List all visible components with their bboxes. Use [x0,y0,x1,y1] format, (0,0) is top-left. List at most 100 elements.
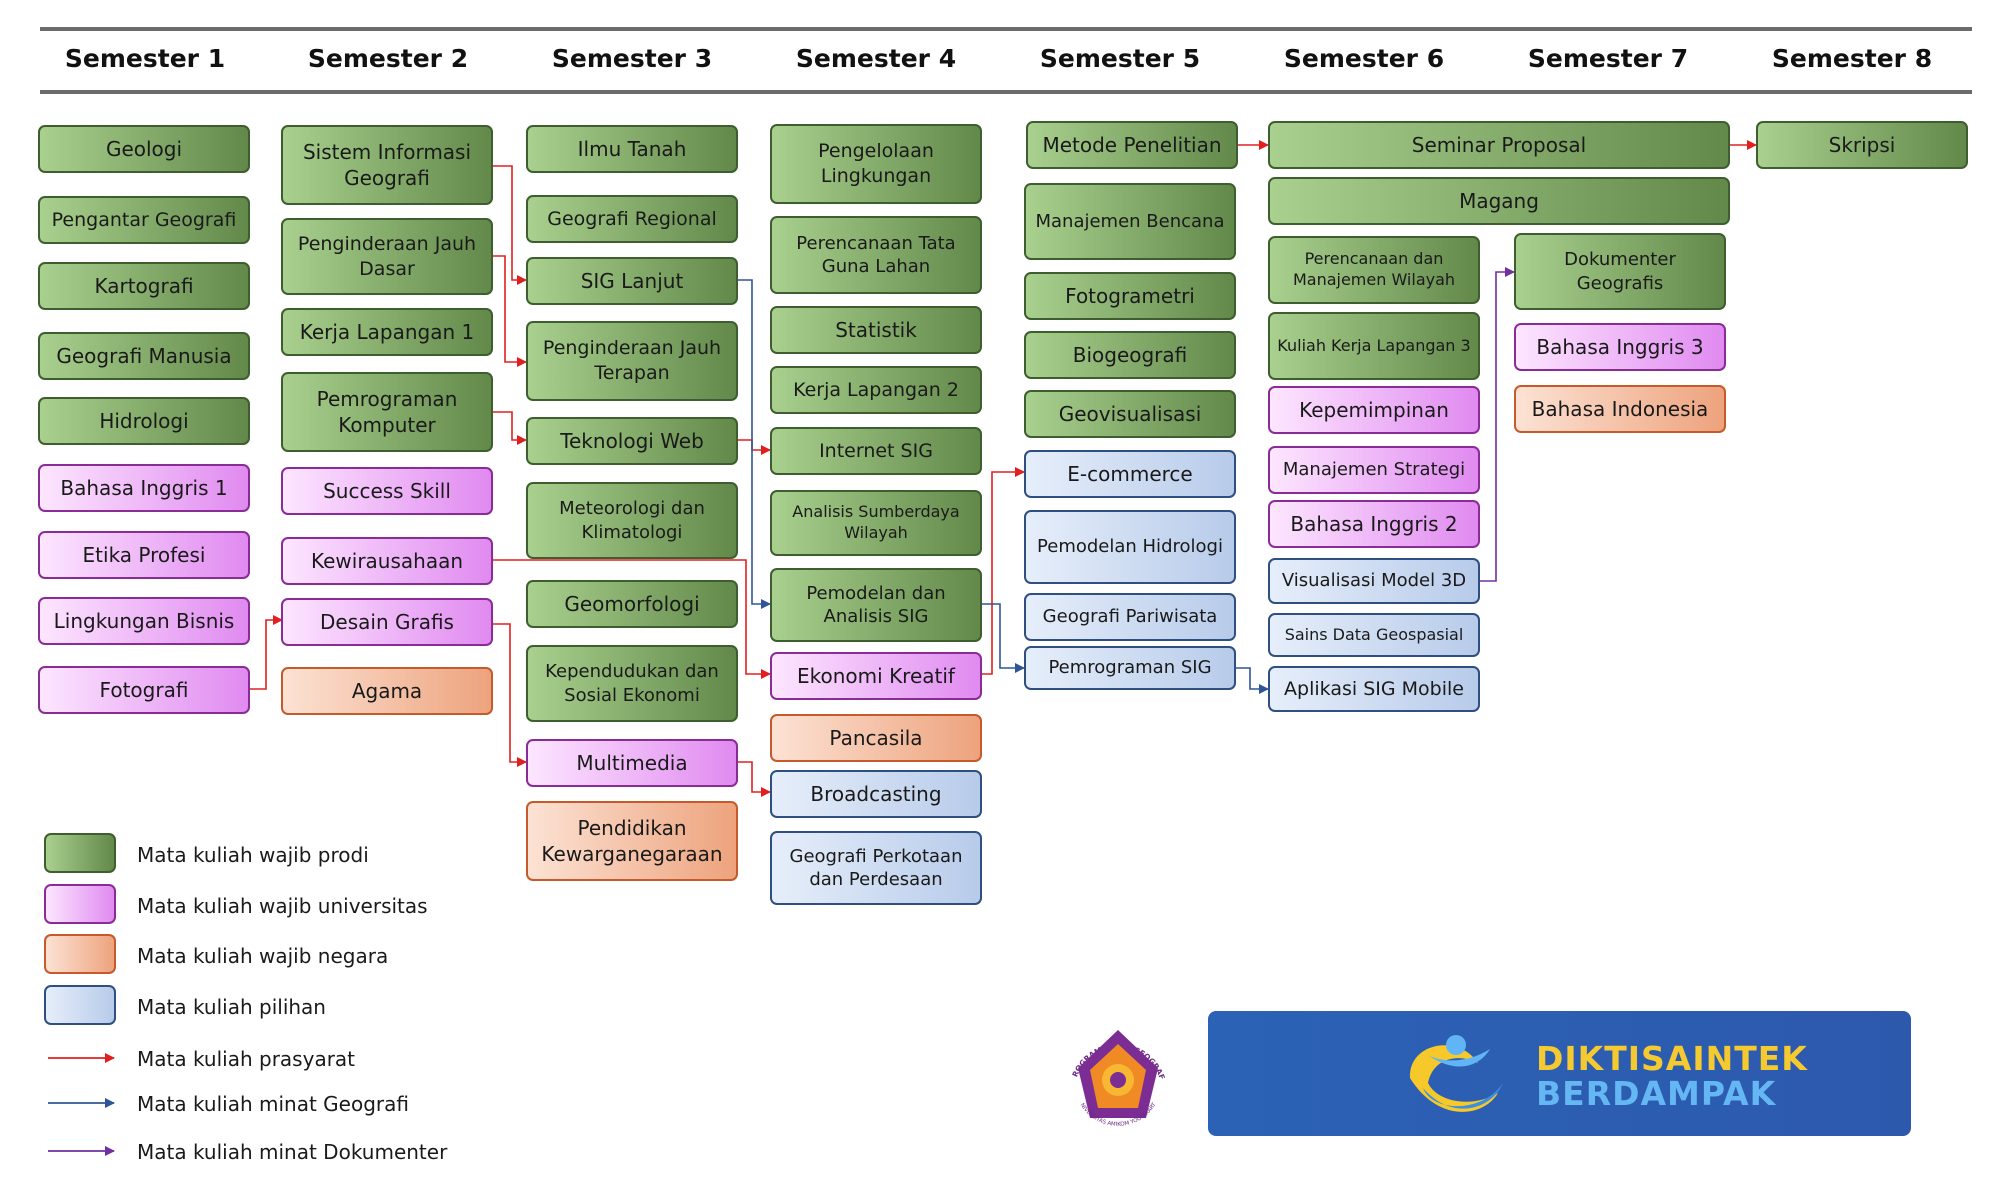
course-internet-sig[interactable]: Internet SIG [770,427,982,475]
course-fotografi[interactable]: Fotografi [38,666,250,714]
course-success-skill[interactable]: Success Skill [281,467,493,515]
course-manajemen-bencana[interactable]: Manajemen Bencana [1024,183,1236,260]
course-kepemimpinan[interactable]: Kepemimpinan [1268,386,1480,434]
legend-label-pilihan: Mata kuliah pilihan [137,995,326,1019]
course-analisis-sumberdaya-wilayah[interactable]: Analisis Sumberdaya Wilayah [770,490,982,556]
course-desain-grafis[interactable]: Desain Grafis [281,598,493,646]
course-ilmu-tanah[interactable]: Ilmu Tanah [526,125,738,173]
course-geologi[interactable]: Geologi [38,125,250,173]
arrow-fotografi-to-desain-grafis [250,615,283,690]
legend-label-wajib-negara: Mata kuliah wajib negara [137,944,389,968]
course-meteorologi-dan-klimatologi[interactable]: Meteorologi dan Klimatologi [526,482,738,559]
banner-line-1: DIKTISAINTEK [1536,1039,1808,1078]
banner-line-2: BERDAMPAK [1536,1074,1777,1113]
semester-7-heading: Semester 7 [1527,44,1689,73]
legend-label-prasyarat: Mata kuliah prasyarat [137,1047,356,1071]
course-multimedia[interactable]: Multimedia [526,739,738,787]
course-lingkungan-bisnis[interactable]: Lingkungan Bisnis [38,597,250,645]
course-sistem-informasi-geografi[interactable]: Sistem Informasi Geografi [281,125,493,205]
course-hidrologi[interactable]: Hidrologi [38,397,250,445]
course-pancasila[interactable]: Pancasila [770,714,982,762]
course-broadcasting[interactable]: Broadcasting [770,770,982,818]
course-skripsi[interactable]: Skripsi [1756,121,1968,169]
course-geovisualisasi[interactable]: Geovisualisasi [1024,390,1236,438]
arrow-sig-to-sig-lanjut [493,165,527,285]
course-seminar-proposal[interactable]: Seminar Proposal [1268,121,1730,169]
course-perencanaan-tata-guna-lahan[interactable]: Perencanaan Tata Guna Lahan [770,216,982,294]
course-agama[interactable]: Agama [281,667,493,715]
semester-8-heading: Semester 8 [1771,44,1933,73]
purple-visualisasi-to-dokumenter [1480,267,1515,582]
course-sains-data-geospasial[interactable]: Sains Data Geospasial [1268,613,1480,657]
diktisaintek-figure-icon [1409,1035,1503,1112]
course-pemrograman-sig[interactable]: Pemrograman SIG [1024,646,1236,690]
arrow-multimedia-to-broadcasting [738,761,771,797]
course-ekonomi-kreatif[interactable]: Ekonomi Kreatif [770,652,982,700]
course-kerja-lapangan-1[interactable]: Kerja Lapangan 1 [281,308,493,356]
course-geografi-manusia[interactable]: Geografi Manusia [38,332,250,380]
blue-pemrograman-sig-to-aplikasi-mobile [1236,667,1269,694]
legend-label-wajib-prodi: Mata kuliah wajib prodi [137,843,369,867]
course-sig-lanjut[interactable]: SIG Lanjut [526,257,738,305]
course-bahasa-inggris-1[interactable]: Bahasa Inggris 1 [38,464,250,512]
legend-label-wajib-universitas: Mata kuliah wajib universitas [137,894,428,918]
blue-sig-lanjut-to-pemodelan [738,279,771,609]
legend-swatch-pilihan [44,985,116,1025]
course-bahasa-inggris-3[interactable]: Bahasa Inggris 3 [1514,323,1726,371]
semester-5-heading: Semester 5 [1039,44,1201,73]
legend-arrow-icons [48,1053,115,1156]
course-pemrograman-komputer[interactable]: Pemrograman Komputer [281,372,493,452]
course-kependudukan-dan-sosial-ekonomi[interactable]: Kependudukan dan Sosial Ekonomi [526,645,738,722]
course-penginderaan-jauh-terapan[interactable]: Penginderaan Jauh Terapan [526,321,738,401]
arrow-kewirausahaan-to-ekonomi-kreatif [493,559,771,679]
course-manajemen-strategi[interactable]: Manajemen Strategi [1268,446,1480,494]
course-kartografi[interactable]: Kartografi [38,262,250,310]
course-pendidikan-kewarganegaraan[interactable]: Pendidikan Kewarganegaraan [526,801,738,881]
course-bahasa-inggris-2[interactable]: Bahasa Inggris 2 [1268,500,1480,548]
course-pemodelan-dan-analisis-sig[interactable]: Pemodelan dan Analisis SIG [770,568,982,642]
course-biogeografi[interactable]: Biogeografi [1024,331,1236,379]
course-geografi-perkotaan-dan-perdesaan[interactable]: Geografi Perkotaan dan Perdesaan [770,831,982,905]
course-geomorfologi[interactable]: Geomorfologi [526,580,738,628]
course-etika-profesi[interactable]: Etika Profesi [38,531,250,579]
course-geografi-pariwisata[interactable]: Geografi Pariwisata [1024,593,1236,641]
course-geografi-regional[interactable]: Geografi Regional [526,195,738,243]
course-fotogrametri[interactable]: Fotogrametri [1024,272,1236,320]
course-statistik[interactable]: Statistik [770,306,982,354]
arrow-ekonomi-kreatif-to-e-commerce [982,467,1025,675]
course-magang[interactable]: Magang [1268,177,1730,225]
legend-swatch-wajib-universitas [44,884,116,924]
program-studi-geografi-seal-logo: PROGRAM STUDI GEOGRAFI UNIVERSITAS AMIKO… [1062,1008,1167,1128]
legend-label-minat-geografi: Mata kuliah minat Geografi [137,1092,409,1116]
course-penginderaan-jauh-dasar[interactable]: Penginderaan Jauh Dasar [281,218,493,295]
course-pengelolaan-lingkungan[interactable]: Pengelolaan Lingkungan [770,124,982,204]
course-aplikasi-sig-mobile[interactable]: Aplikasi SIG Mobile [1268,666,1480,712]
course-pengantar-geografi[interactable]: Pengantar Geografi [38,196,250,244]
course-teknologi-web[interactable]: Teknologi Web [526,417,738,465]
arrow-desain-grafis-to-multimedia [493,623,527,767]
course-perencanaan-dan-manajemen-wilayah[interactable]: Perencanaan dan Manajemen Wilayah [1268,236,1480,304]
legend-swatch-wajib-negara [44,934,116,974]
arrow-teknologi-web-to-internet-sig [738,439,771,455]
semester-6-heading: Semester 6 [1283,44,1445,73]
course-kewirausahaan[interactable]: Kewirausahaan [281,537,493,585]
semester-2-heading: Semester 2 [307,44,469,73]
course-metode-penelitian[interactable]: Metode Penelitian [1026,121,1238,169]
semester-3-heading: Semester 3 [551,44,713,73]
course-visualisasi-model-3d[interactable]: Visualisasi Model 3D [1268,558,1480,604]
blue-pemodelan-to-pemrograman-sig [982,603,1025,673]
arrow-pj-dasar-to-pj-terapan [493,255,527,367]
semester-1-heading: Semester 1 [64,44,226,73]
header-bottom-rule [40,90,1972,94]
course-e-commerce[interactable]: E-commerce [1024,450,1236,498]
semester-4-heading: Semester 4 [795,44,957,73]
course-bahasa-indonesia[interactable]: Bahasa Indonesia [1514,385,1726,433]
legend-swatch-wajib-prodi [44,833,116,873]
course-kuliah-kerja-lapangan-3[interactable]: Kuliah Kerja Lapangan 3 [1268,312,1480,380]
course-pemodelan-hidrologi[interactable]: Pemodelan Hidrologi [1024,510,1236,584]
course-kerja-lapangan-2[interactable]: Kerja Lapangan 2 [770,366,982,414]
legend-label-minat-dokumenter: Mata kuliah minat Dokumenter [137,1140,448,1164]
diktisaintek-berdampak-banner: DIKTISAINTEK BERDAMPAK [1208,1011,1911,1136]
course-dokumenter-geografis[interactable]: Dokumenter Geografis [1514,233,1726,310]
